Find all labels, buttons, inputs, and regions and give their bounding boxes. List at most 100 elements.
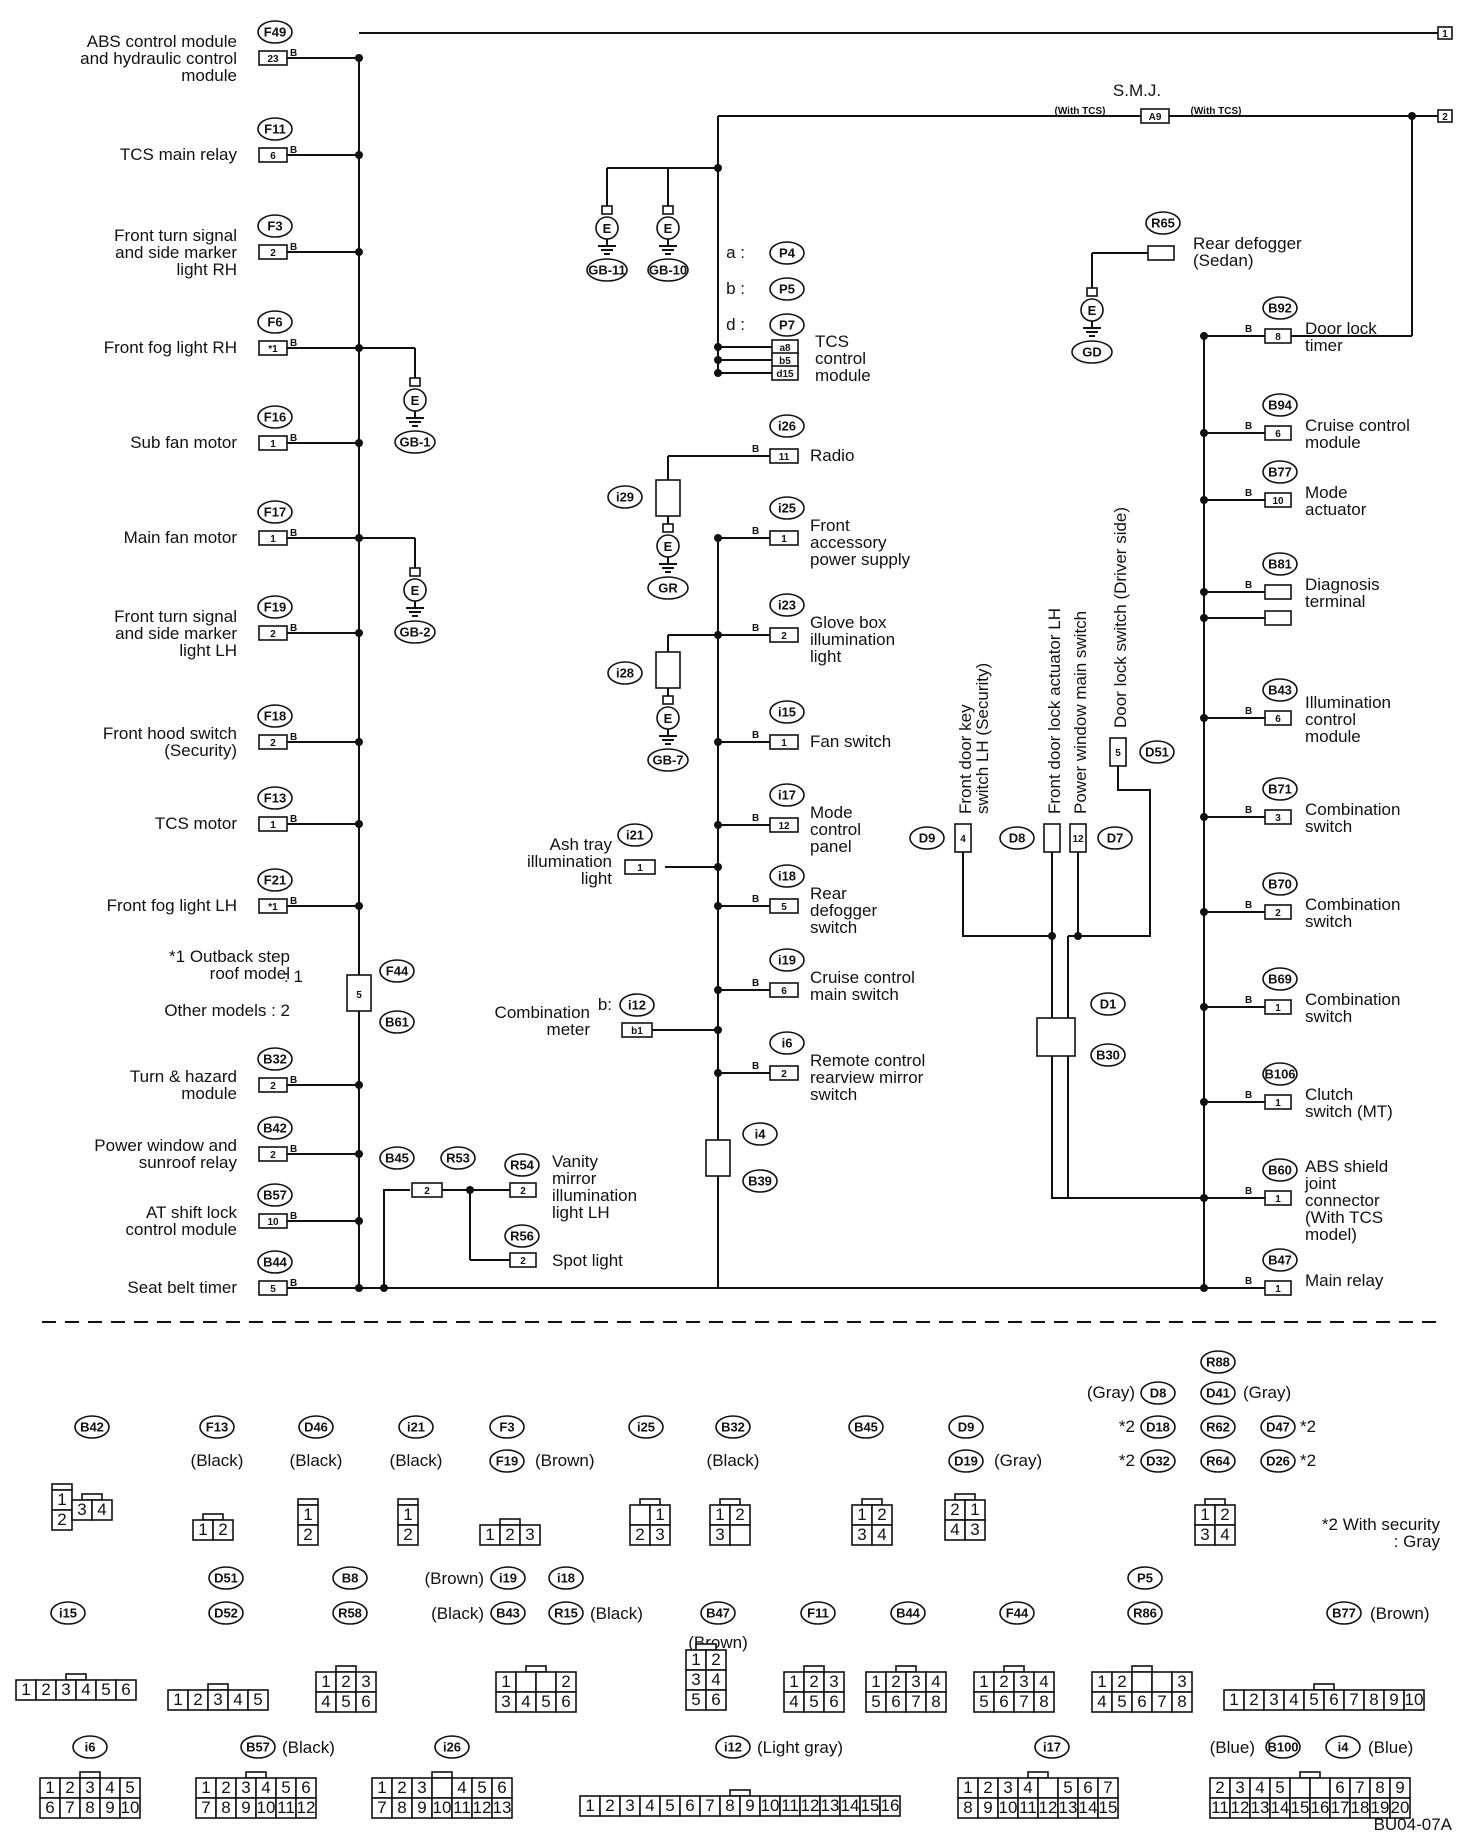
junction-dot <box>1200 1003 1208 1011</box>
legend-B32: B32 <box>715 1415 751 1439</box>
connector-id-oval <box>257 1116 293 1140</box>
svg-text:2: 2 <box>397 1778 406 1797</box>
connector-id-text: i4 <box>755 1127 767 1142</box>
junction-dot <box>1200 614 1208 622</box>
svg-text:4: 4 <box>1289 1690 1298 1709</box>
svg-text:4: 4 <box>950 1520 959 1539</box>
svg-text:3: 3 <box>691 1670 700 1689</box>
svg-text:6: 6 <box>829 1692 838 1711</box>
junction-dot <box>1200 813 1208 821</box>
wire-color-label: B <box>290 1278 297 1289</box>
svg-text:12: 12 <box>297 1798 316 1817</box>
connector-F13: F13 <box>257 786 293 810</box>
connector-id-text: F19 <box>496 1454 518 1469</box>
ground-id-GB-10: GB-10 <box>647 258 689 282</box>
legend-note: *2 With security: Gray <box>1322 1515 1441 1551</box>
joint-d1 <box>1036 1017 1076 1057</box>
connector-id-text: R62 <box>1206 1420 1230 1435</box>
pin-box-frame <box>769 448 799 464</box>
connector-id-oval <box>607 485 643 509</box>
door-label-D7: Power window main switch <box>1071 611 1090 814</box>
legend-D18: D18 <box>1140 1415 1176 1439</box>
wire-color-label: B <box>290 338 297 349</box>
svg-text:1: 1 <box>173 1690 182 1709</box>
pin-F19: 2 <box>258 625 288 641</box>
connector-id-text: F11 <box>807 1606 829 1621</box>
legend-i26: i26 <box>434 1735 470 1759</box>
junction-dot <box>355 1081 363 1089</box>
connector-D7: D7 <box>1097 826 1133 850</box>
legend-color: (Black) <box>191 1451 244 1470</box>
wire-color-label: B <box>290 732 297 743</box>
pin-box-frame <box>769 817 799 833</box>
terminal-2-label: 2 <box>1442 112 1448 123</box>
connector-id-oval <box>1326 1601 1362 1625</box>
connector-id-oval <box>1262 552 1298 576</box>
svg-text:3: 3 <box>829 1672 838 1691</box>
svg-text:10: 10 <box>257 1798 276 1817</box>
connector-id-text: R58 <box>338 1606 362 1621</box>
outback-note-value: : 1 <box>284 967 303 986</box>
svg-text:2: 2 <box>221 1778 230 1797</box>
left-component-F18: Front hood switch(Security) <box>103 724 237 760</box>
connector-id-oval <box>208 1566 244 1590</box>
legend-D41: D41 <box>1200 1381 1236 1405</box>
svg-text:2: 2 <box>877 1505 886 1524</box>
connector-id-oval <box>647 576 689 600</box>
svg-text:3: 3 <box>241 1778 250 1797</box>
svg-text:1: 1 <box>21 1680 30 1699</box>
legend-B45: B45 <box>848 1415 884 1439</box>
legend-i21: i21 <box>398 1415 434 1439</box>
left-component-F21: Front fog light LH <box>107 896 237 915</box>
pin-number: 2 <box>781 1069 787 1080</box>
connector-id-oval <box>800 1601 836 1625</box>
pin-number: 11 <box>779 452 790 463</box>
svg-text:2: 2 <box>999 1672 1008 1691</box>
legend-R62: R62 <box>1200 1415 1236 1439</box>
pin-B81-2 <box>1264 610 1292 626</box>
pin-box-frame <box>621 1022 653 1038</box>
connector-id-text: D18 <box>1146 1420 1170 1435</box>
legend-F3: F3 <box>489 1415 525 1439</box>
svg-text:1: 1 <box>979 1672 988 1691</box>
pin-box-frame <box>1264 1280 1292 1296</box>
pin-i26: 11 <box>769 448 799 464</box>
legend-B42: B42 <box>74 1415 110 1439</box>
pin-B81 <box>1264 584 1292 600</box>
connector-id-oval <box>742 1122 778 1146</box>
connector-id-oval <box>257 1183 293 1207</box>
connector-D8: D8 <box>999 826 1035 850</box>
connector-id-oval <box>769 414 805 438</box>
pin-number: 1 <box>637 863 643 874</box>
connector-id-oval <box>890 1601 926 1625</box>
legend-gray: (Gray) <box>1087 1383 1135 1402</box>
face-i21: 12 <box>397 1498 419 1546</box>
svg-text:6: 6 <box>1137 1692 1146 1711</box>
svg-text:2: 2 <box>1215 1778 1224 1797</box>
pin-i17: 12 <box>769 817 799 833</box>
svg-text:4: 4 <box>81 1680 90 1699</box>
svg-text:3: 3 <box>1200 1525 1209 1544</box>
legend-star-suffix: *2 <box>1300 1451 1316 1470</box>
connector-id-oval <box>208 1601 244 1625</box>
svg-text:11: 11 <box>1019 1798 1037 1817</box>
svg-text:E: E <box>664 711 673 726</box>
connector-id-oval <box>1262 1158 1298 1182</box>
connector-id-oval <box>332 1566 368 1590</box>
joint-i28 <box>655 651 681 689</box>
connector-i21: i21 <box>617 823 653 847</box>
connector-id-oval <box>1262 678 1298 702</box>
connector-id-oval <box>769 1031 805 1055</box>
connector-id-text: F18 <box>264 709 286 724</box>
junction-dot <box>1200 1194 1208 1202</box>
connector-id-text: B32 <box>263 1052 287 1067</box>
junction-dot <box>1200 429 1208 437</box>
junction-dot <box>1074 932 1082 940</box>
